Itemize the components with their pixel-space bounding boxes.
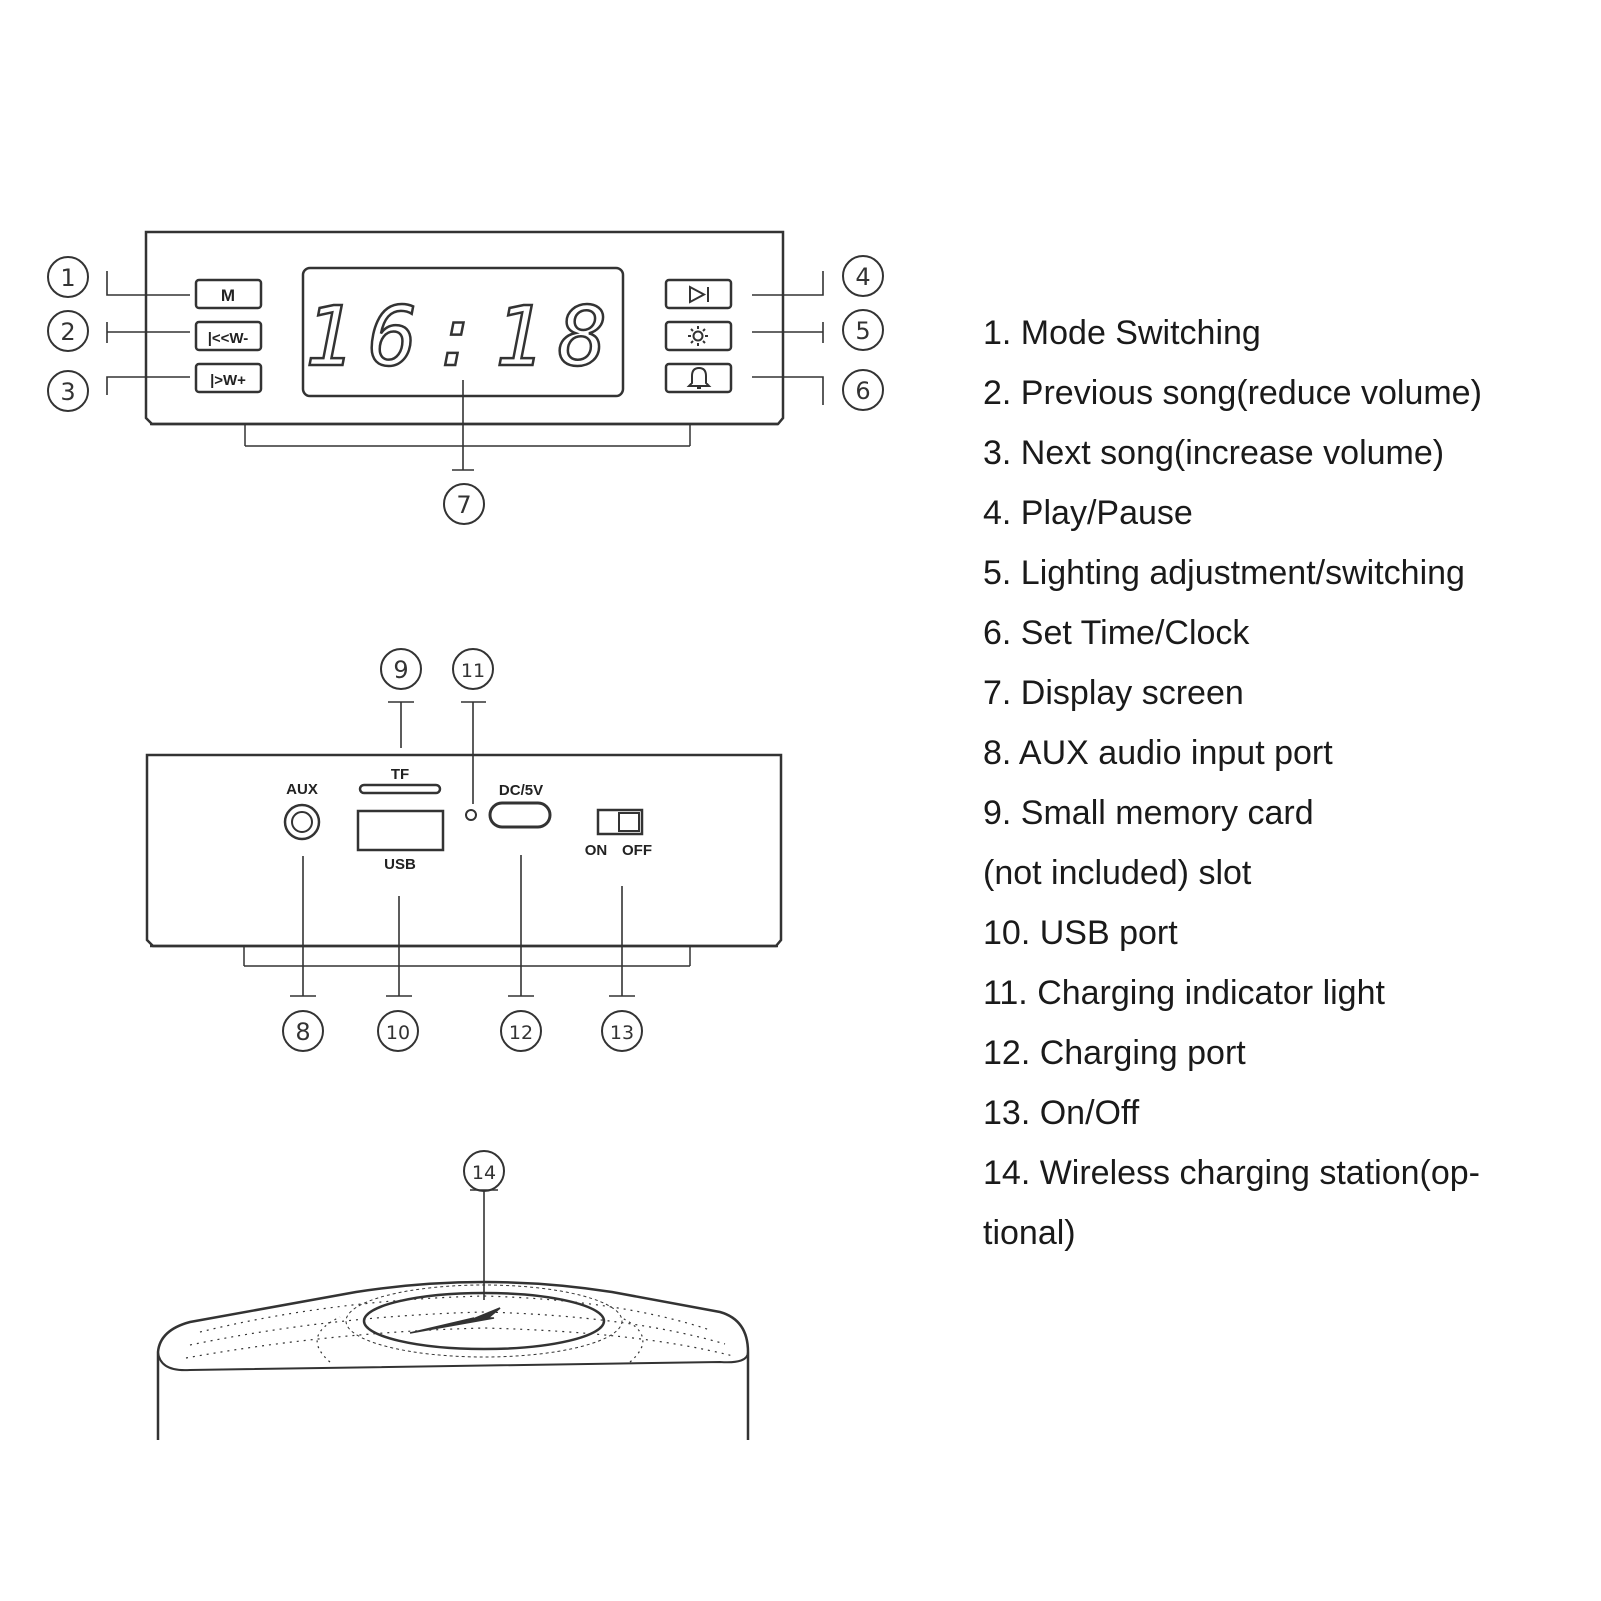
legend-item: 4. Play/Pause: [983, 494, 1193, 532]
legend-item: 3. Next song(increase volume): [983, 434, 1445, 472]
callout-1: 1: [60, 264, 75, 292]
next-button-label: |>W+: [210, 372, 246, 389]
lightning-bolt-icon: [409, 1307, 501, 1334]
legend-item: 6. Set Time/Clock: [983, 614, 1250, 652]
back-panel: [145, 701, 783, 997]
callout-9: 9: [393, 656, 408, 684]
callout-2: 2: [60, 318, 75, 346]
sun-icon: [688, 326, 708, 346]
callout-5: 5: [855, 317, 870, 345]
tf-label: TF: [391, 766, 409, 783]
legend-item: 13. On/Off: [983, 1094, 1140, 1132]
legend-item: 10. USB port: [983, 914, 1178, 952]
legend-list: 1. Mode Switching 2. Previous song(reduc…: [983, 303, 1583, 1263]
legend-item: 1. Mode Switching: [983, 314, 1261, 352]
callout-10: 10: [386, 1022, 410, 1044]
callout-circles: [47, 255, 884, 1192]
callout-13: 13: [610, 1022, 634, 1044]
clock-button[interactable]: [664, 362, 733, 394]
aux-port[interactable]: [283, 803, 321, 841]
callout-11: 11: [461, 660, 485, 682]
legend-item: 9. Small memory card: [983, 794, 1314, 832]
play-pause-button[interactable]: [664, 278, 733, 310]
callout-14: 14: [472, 1162, 496, 1184]
callout-12: 12: [509, 1022, 533, 1044]
switch-off-label: OFF: [622, 842, 652, 859]
dc-label: DC/5V: [499, 782, 543, 799]
switch-on-label: ON: [585, 842, 608, 859]
play-pause-icon: [689, 285, 709, 304]
legend-item: 7. Display screen: [983, 674, 1244, 712]
previous-button-label: |<<W-: [208, 330, 249, 347]
mode-button[interactable]: [194, 278, 263, 310]
legend-item: tional): [983, 1214, 1076, 1252]
usb-label: USB: [384, 856, 416, 873]
legend-item: 2. Previous song(reduce volume): [983, 374, 1482, 412]
callout-4: 4: [855, 263, 870, 291]
power-switch[interactable]: [596, 808, 644, 836]
callout-8: 8: [295, 1018, 310, 1046]
tf-card-slot[interactable]: [358, 783, 442, 795]
dc-charging-port[interactable]: [488, 801, 552, 829]
speaker-top-view: [156, 1189, 750, 1440]
usb-port[interactable]: [356, 809, 445, 852]
callout-6: 6: [855, 377, 870, 405]
mode-button-label: M: [221, 286, 235, 305]
callout-numbers: 1 2 3 4 5 6 7 9 11 8 10 12 13 14: [60, 263, 870, 1184]
legend-item: 8. AUX audio input port: [983, 734, 1333, 772]
previous-volume-down-button[interactable]: [194, 320, 263, 352]
callout-3: 3: [60, 378, 75, 406]
wireless-charging-pad[interactable]: [362, 1291, 606, 1351]
front-panel: [106, 230, 824, 471]
legend-item: 5. Lighting adjustment/switching: [983, 554, 1465, 592]
charging-indicator-light: [465, 809, 477, 821]
next-volume-up-button[interactable]: [194, 362, 263, 394]
legend-item: 11. Charging indicator light: [983, 974, 1385, 1012]
lighting-button[interactable]: [664, 320, 733, 352]
callout-7: 7: [456, 491, 471, 519]
legend-item: 12. Charging port: [983, 1034, 1246, 1072]
aux-label: AUX: [286, 781, 318, 798]
bell-icon: [686, 366, 712, 389]
legend-item: 14. Wireless charging station(op-: [983, 1154, 1481, 1192]
clock-display-text: 16:18: [305, 290, 622, 385]
legend-item: (not included) slot: [983, 854, 1252, 892]
